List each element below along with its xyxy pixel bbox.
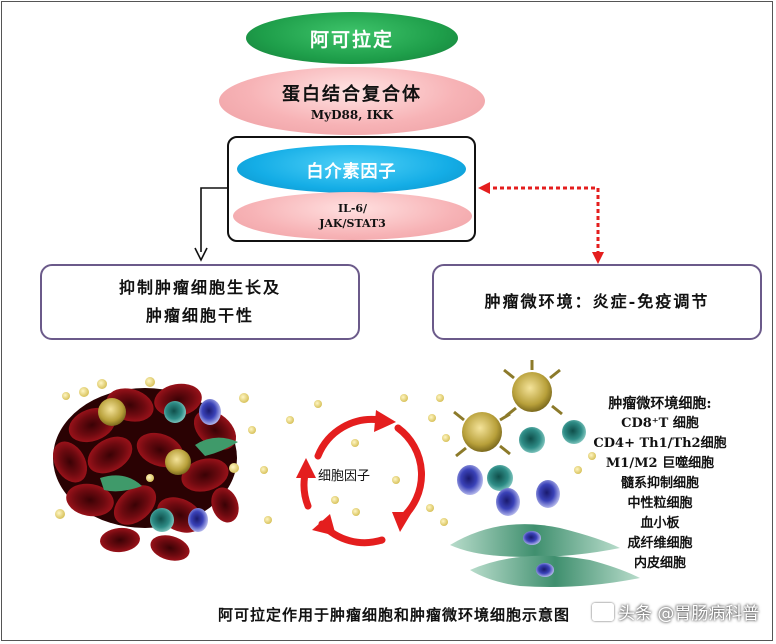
legend-item: 成纤维细胞 xyxy=(627,536,693,551)
legend-item: 血小板 xyxy=(640,516,680,531)
legend-item: M1/M2 巨噬细胞 xyxy=(605,456,715,471)
pathway-node: IL-6/ JAK/STAT3 xyxy=(233,192,472,240)
cycle-label: 细胞因子 xyxy=(318,469,371,484)
microenvironment-cells-illustration xyxy=(426,360,640,587)
watermark: 头条 @胃肠病科普 xyxy=(592,599,759,624)
watermark-logo-icon xyxy=(592,602,614,621)
legend-item: CD4+ Th1/Th2细胞 xyxy=(593,436,727,451)
cycle-platelets xyxy=(248,394,408,524)
watermark-text: 头条 @胃肠病科普 xyxy=(618,604,760,624)
cytokine-node: 白介素因子 xyxy=(237,145,466,193)
cytokine-label: 白介素因子 xyxy=(306,161,397,182)
tumor-effect-line1: 抑制肿瘤细胞生长及 xyxy=(118,278,281,297)
pathway-line1: IL-6/ xyxy=(337,202,368,215)
arrow-to-microenvironment xyxy=(486,186,600,254)
figure-caption: 阿可拉定作用于肿瘤细胞和肿瘤微环境细胞示意图 xyxy=(218,606,571,624)
microenvironment-effect-label: 肿瘤微环境：炎症-免疫调节 xyxy=(484,292,710,311)
legend-item: 髓系抑制细胞 xyxy=(620,476,699,491)
complex-subtitle: MyD88, IKK xyxy=(310,108,394,122)
tumor-effect-line2: 肿瘤细胞干性 xyxy=(145,306,254,325)
complex-title: 蛋白结合复合体 xyxy=(282,84,422,105)
legend-title: 肿瘤微环境细胞: xyxy=(608,396,712,412)
drug-label: 阿可拉定 xyxy=(309,28,394,51)
legend-item: CD8⁺T 细胞 xyxy=(621,416,699,431)
arrow-to-tumor-effect xyxy=(200,187,227,252)
pathway-line2: JAK/STAT3 xyxy=(319,217,386,230)
drug-node: 阿可拉定 xyxy=(246,12,458,64)
cell-legend: 肿瘤微环境细胞: CD8⁺T 细胞 CD4+ Th1/Th2细胞 M1/M2 巨… xyxy=(590,394,730,574)
tumor-mass-illustration xyxy=(52,377,249,561)
legend-item: 内皮细胞 xyxy=(633,556,686,571)
protein-complex-node: 蛋白结合复合体 MyD88, IKK xyxy=(219,67,485,135)
microenvironment-effect-box: 肿瘤微环境：炎症-免疫调节 xyxy=(432,264,762,340)
legend-item: 中性粒细胞 xyxy=(627,496,693,511)
tumor-effect-box: 抑制肿瘤细胞生长及 肿瘤细胞干性 xyxy=(40,264,360,340)
